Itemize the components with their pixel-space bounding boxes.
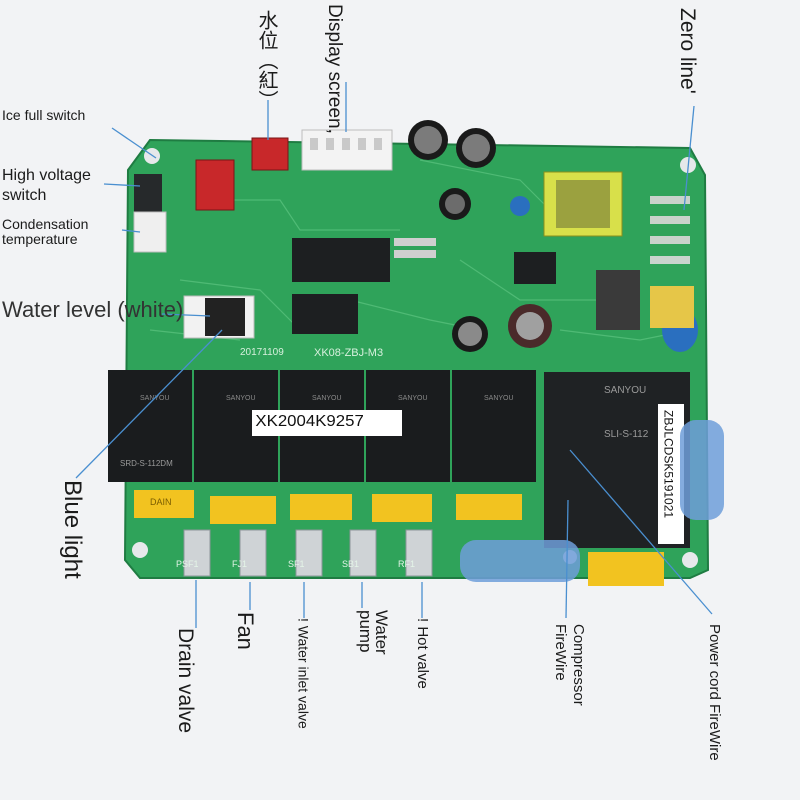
svg-text:SANYOU: SANYOU xyxy=(398,395,428,402)
water-level-red-connector xyxy=(251,137,289,171)
board-model-text: XK08-ZBJ-M3 xyxy=(314,347,384,359)
water-pump-label-2: pump xyxy=(355,610,375,653)
terminal-label-rf1: RF1 xyxy=(398,559,416,569)
terminal-label-sf1: SF1 xyxy=(288,559,305,569)
high-voltage-connector xyxy=(134,174,162,214)
callout-lines xyxy=(75,82,713,628)
terminal-label-sb1: SB1 xyxy=(342,559,360,569)
fan-label: Fan xyxy=(233,612,259,650)
terminal-label-psf1: PSF1 xyxy=(176,559,199,569)
drain-valve-label: Drain valve xyxy=(174,628,198,734)
main-ic xyxy=(292,238,390,282)
high-voltage-switch-label-2: switch xyxy=(2,187,47,204)
display-screen-label: Display screen, xyxy=(323,4,345,134)
fuse-brand-text: DAIN xyxy=(150,497,172,507)
big-relay-brand: SANYOU xyxy=(604,385,647,396)
high-voltage-switch-label-1: High voltage xyxy=(2,167,91,184)
ice-switch-connector xyxy=(195,159,235,211)
hot-valve-label: ! Hot valve xyxy=(413,618,431,689)
water-level-white-label: Water level (white) xyxy=(2,297,184,322)
condensation-temperature-label-1: Condensation xyxy=(2,216,89,232)
side-sticker-text: ZBJLCDSK5191021 xyxy=(661,410,676,519)
compressor-firewire-label-2: FireWire xyxy=(551,624,569,681)
terminal-label-fj1: FJ1 xyxy=(232,559,248,569)
serial-sticker-text: XK2004K9257 xyxy=(255,413,364,430)
water-inlet-valve-label: ! Water inlet valve xyxy=(295,618,312,729)
svg-text:SANYOU: SANYOU xyxy=(226,395,256,402)
zero-line-label: Zero line' xyxy=(676,8,700,94)
side-sticker xyxy=(658,404,684,544)
big-relay-model: SLI-S-112 xyxy=(604,429,649,440)
ice-full-switch-label: Ice full switch xyxy=(2,107,86,123)
condensation-temperature-label-2: temperature xyxy=(2,231,78,247)
transformer xyxy=(543,171,623,237)
svg-text:SANYOU: SANYOU xyxy=(312,395,342,402)
water-level-red-label: 水位（紅） xyxy=(255,10,279,110)
svg-text:SANYOU: SANYOU xyxy=(484,395,514,402)
compressor-firewire-label-1: Compressor xyxy=(569,624,587,706)
blue-light-label: Blue light xyxy=(59,480,87,579)
power-cord-firewire-label: Power cord FireWire xyxy=(705,624,723,761)
board-date-text: 20171109 xyxy=(240,347,284,358)
water-pump-label-1: Water xyxy=(371,610,391,655)
serial-sticker xyxy=(252,410,402,436)
relay-model-text: SRD-S-112DM xyxy=(120,459,173,468)
fuse-row xyxy=(134,490,522,524)
secondary-ic xyxy=(292,294,358,334)
